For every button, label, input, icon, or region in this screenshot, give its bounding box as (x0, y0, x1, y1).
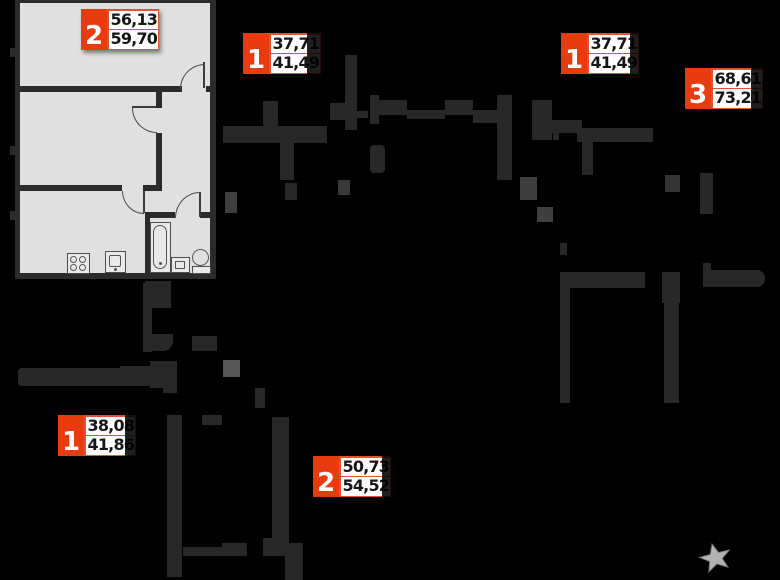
wall (143, 185, 162, 191)
dim-overlay (307, 32, 323, 75)
area-value: 50,73 (340, 457, 390, 476)
area-value: 38,08 (85, 416, 135, 435)
wall (156, 133, 162, 188)
star-icon (698, 542, 731, 574)
door-leaf (143, 191, 145, 213)
area-value: 54,52 (340, 477, 390, 496)
apartment-label-1-room-bottom-left[interactable]: 1 38,08 41,86 (58, 414, 138, 457)
wall (15, 0, 20, 279)
bathtub-icon (150, 222, 171, 273)
apartment-label-3-rooms-right[interactable]: 3 68,61 73,21 (685, 67, 765, 110)
sink-icon (105, 251, 126, 273)
apartment-label-1-room-top-right[interactable]: 1 37,71 41,49 (561, 32, 641, 75)
apartment-label-1-room-top-middle[interactable]: 1 37,71 41,49 (243, 32, 323, 75)
door-swing (122, 191, 144, 214)
room-count-badge: 2 (313, 456, 339, 497)
wall (15, 273, 216, 279)
wall (210, 0, 216, 279)
wall (15, 0, 216, 3)
wall (200, 212, 210, 218)
window-mark (10, 211, 15, 220)
door-swing (175, 192, 200, 218)
washbasin-icon (171, 257, 190, 273)
door-leaf (132, 106, 156, 108)
area-value: 68,61 (712, 69, 762, 88)
apartment-label-2-rooms-bottom[interactable]: 2 50,73 54,52 (313, 455, 393, 498)
door-swing (180, 64, 205, 89)
area-value: 41,49 (588, 54, 638, 73)
room-count-badge: 1 (561, 33, 587, 74)
area-value: 41,86 (85, 436, 135, 455)
door-swing (132, 108, 157, 133)
room-count-badge: 1 (58, 415, 84, 456)
area-value: 59,70 (108, 30, 158, 49)
dim-overlay (382, 455, 393, 498)
window-mark (10, 146, 15, 155)
wall (145, 212, 150, 273)
apartment-label-2-rooms-highlighted[interactable]: 2 56,13 59,70 (81, 9, 159, 50)
area-value: 37,71 (588, 34, 638, 53)
area-value: 73,21 (712, 89, 762, 108)
room-count-badge: 3 (685, 68, 711, 109)
wall (15, 185, 122, 191)
dim-overlay (751, 67, 765, 110)
window-mark (10, 48, 15, 57)
stove-icon (67, 253, 90, 274)
wall (147, 212, 175, 218)
wall (156, 92, 162, 108)
dim-overlay (630, 32, 641, 75)
room-count-badge: 2 (81, 9, 107, 50)
door-leaf (199, 192, 201, 217)
wall (206, 86, 210, 92)
area-value: 56,13 (108, 10, 158, 29)
dim-overlay (125, 414, 138, 457)
wall (15, 86, 182, 92)
room-count-badge: 1 (243, 33, 269, 74)
